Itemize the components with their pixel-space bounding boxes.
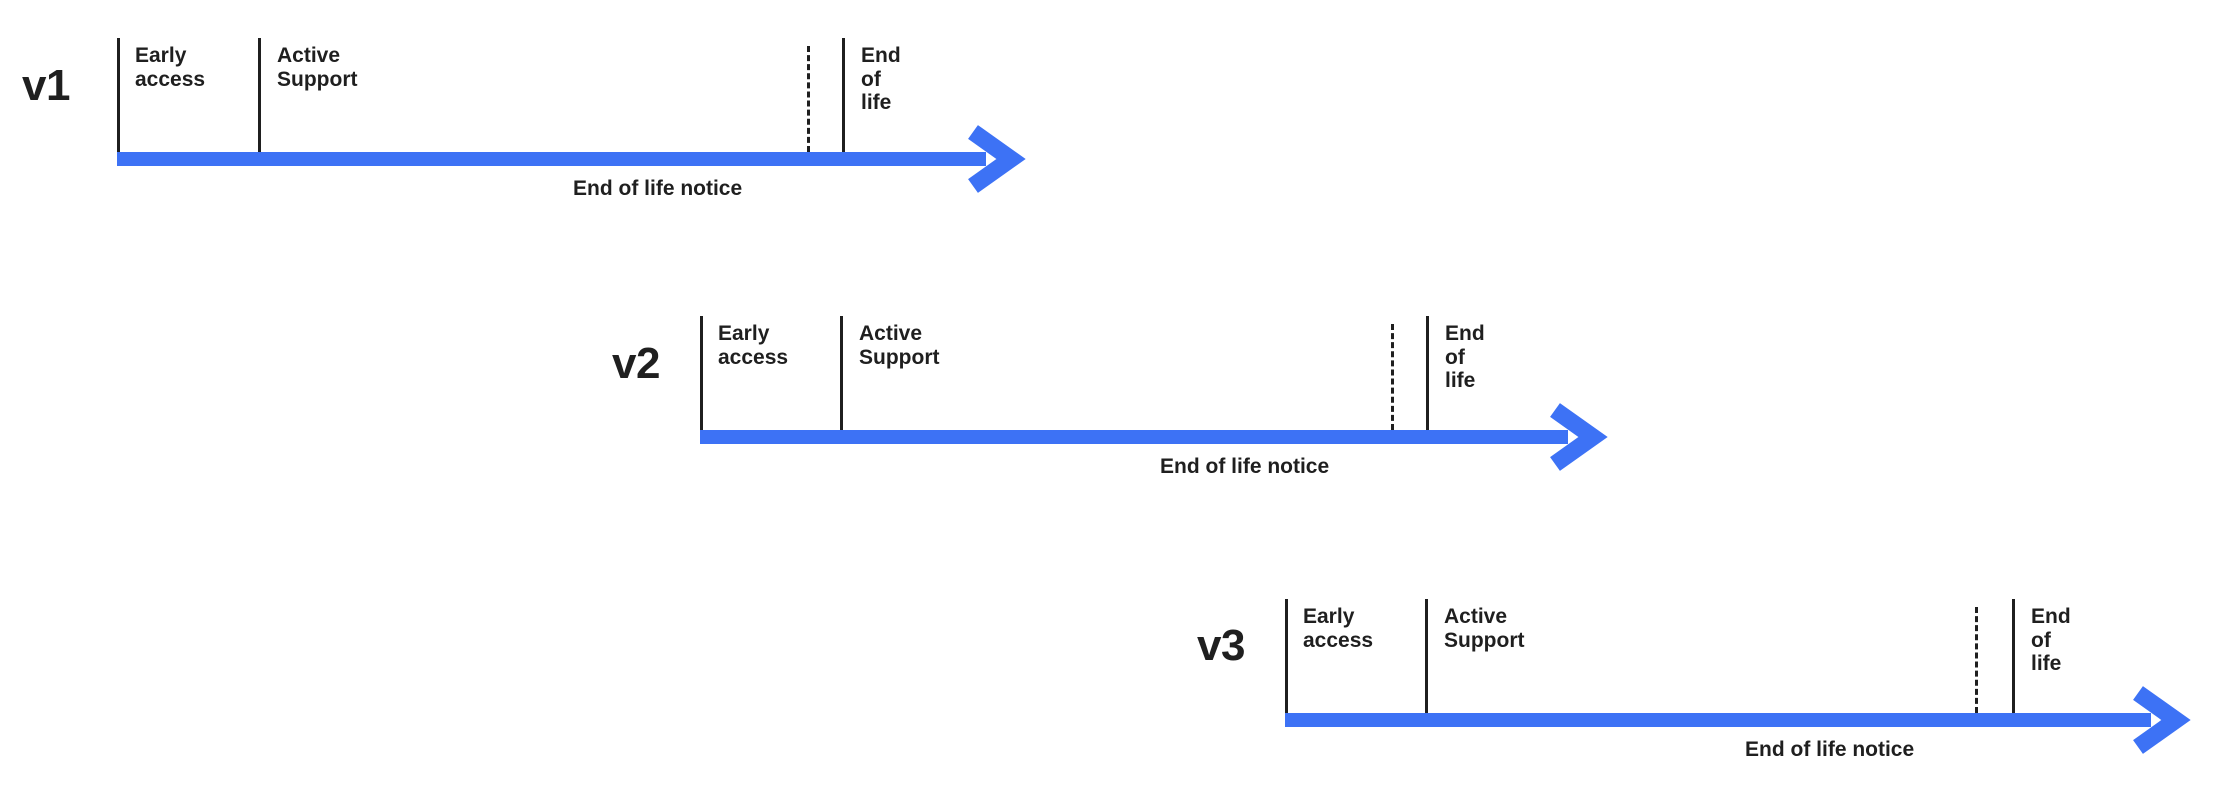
phase-divider-v2-3 (1426, 316, 1429, 430)
phase-divider-v3-2 (1425, 599, 1428, 713)
arrow-head-icon-v1 (955, 125, 1026, 193)
end-of-life-notice-label-v3: End of life notice (1745, 738, 1915, 761)
end-of-life-notice-marker-v2 (1391, 324, 1394, 430)
lifecycle-track-bar-v1 (117, 152, 986, 166)
phase-divider-v3-3 (2012, 599, 2015, 713)
phase-label-v2-3: End of life (1445, 322, 1485, 393)
phase-label-v1-3: End of life (861, 44, 901, 115)
phase-label-v1-2: Active Support (277, 44, 358, 91)
version-label-v3: v3 (1197, 621, 1245, 670)
arrow-head-icon-v3 (2120, 686, 2191, 754)
version-label-v1: v1 (22, 61, 70, 110)
phase-label-v2-2: Active Support (859, 322, 940, 369)
phase-divider-v1-3 (842, 38, 845, 152)
end-of-life-notice-label-v1: End of life notice (573, 177, 743, 200)
end-of-life-notice-marker-v3 (1975, 607, 1978, 713)
lifecycle-track-bar-v2 (700, 430, 1568, 444)
phase-divider-v1-2 (258, 38, 261, 152)
phase-divider-v2-2 (840, 316, 843, 430)
phase-divider-v2-1 (700, 316, 703, 430)
phase-label-v3-2: Active Support (1444, 605, 1525, 652)
phase-label-v3-3: End of life (2031, 605, 2071, 676)
end-of-life-notice-marker-v1 (807, 46, 810, 152)
phase-label-v2-1: Early access (718, 322, 789, 369)
version-label-v2: v2 (612, 339, 660, 388)
arrow-head-icon-v2 (1537, 403, 1608, 471)
phase-label-v3-1: Early access (1303, 605, 1374, 652)
lifecycle-track-bar-v3 (1285, 713, 2151, 727)
end-of-life-notice-label-v2: End of life notice (1160, 455, 1330, 478)
phase-divider-v1-1 (117, 38, 120, 152)
phase-label-v1-1: Early access (135, 44, 206, 91)
phase-divider-v3-1 (1285, 599, 1288, 713)
